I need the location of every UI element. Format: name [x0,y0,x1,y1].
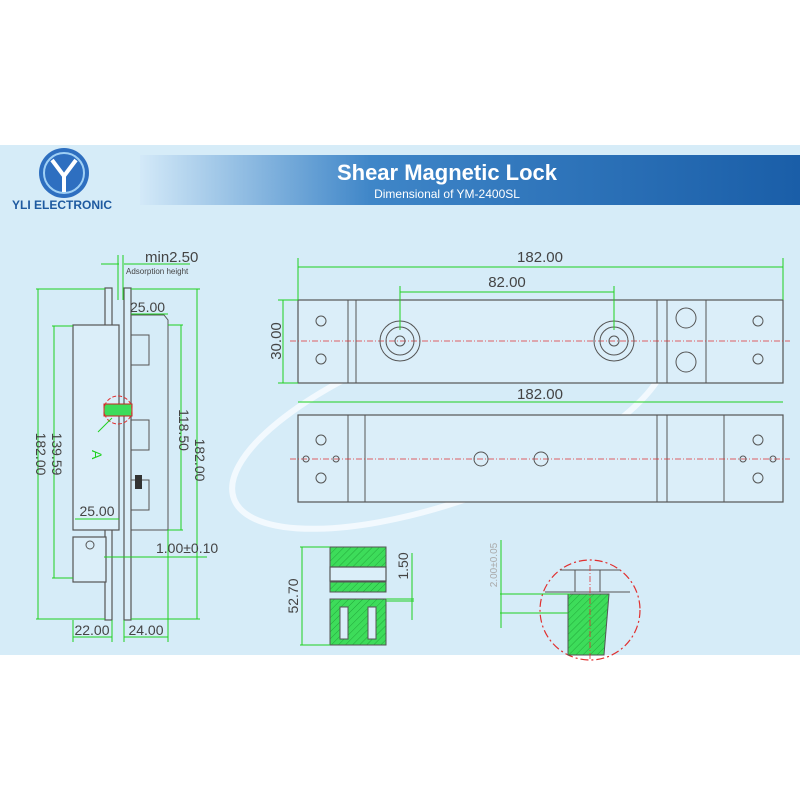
dim-plate-inner: 118.50 [176,409,192,451]
top-width: 30.00 [268,322,285,360]
top-view [278,258,790,384]
dim-top-bracket: 25.00 [130,299,165,315]
dim-overall-right: 182.00 [192,439,208,482]
dim-clearance: 1.00±0.10 [156,540,218,556]
drawing-background [0,145,800,655]
front-view [290,401,790,503]
section-height: 52.70 [285,578,301,613]
gap-dimension: min2.50 [145,249,198,266]
title-banner [140,155,800,205]
detail-view [500,540,641,661]
logo [39,148,89,198]
banner-subtitle: Dimensional of YM-2400SL [374,187,520,201]
banner-title: Shear Magnetic Lock [337,160,558,185]
dim-bottom-right: 24.00 [128,622,163,638]
detail-marker: A [89,450,105,460]
dim-bottom-left: 22.00 [74,622,109,638]
section-view [300,546,414,646]
dim-body-width: 25.00 [79,503,114,519]
top-hole-spacing: 82.00 [488,274,526,291]
gap-note: Adsorption height [126,267,189,276]
brand-name: YLI ELECTRONIC [12,198,112,212]
section-gap: 1.50 [395,552,411,579]
detail-depth: 2.00±0.05 [489,542,500,587]
top-length: 182.00 [517,249,563,266]
dim-body-height: 139.59 [49,433,65,476]
dim-overall-left: 182.00 [33,433,49,476]
front-length: 182.00 [517,386,563,403]
side-view: A [36,255,207,642]
